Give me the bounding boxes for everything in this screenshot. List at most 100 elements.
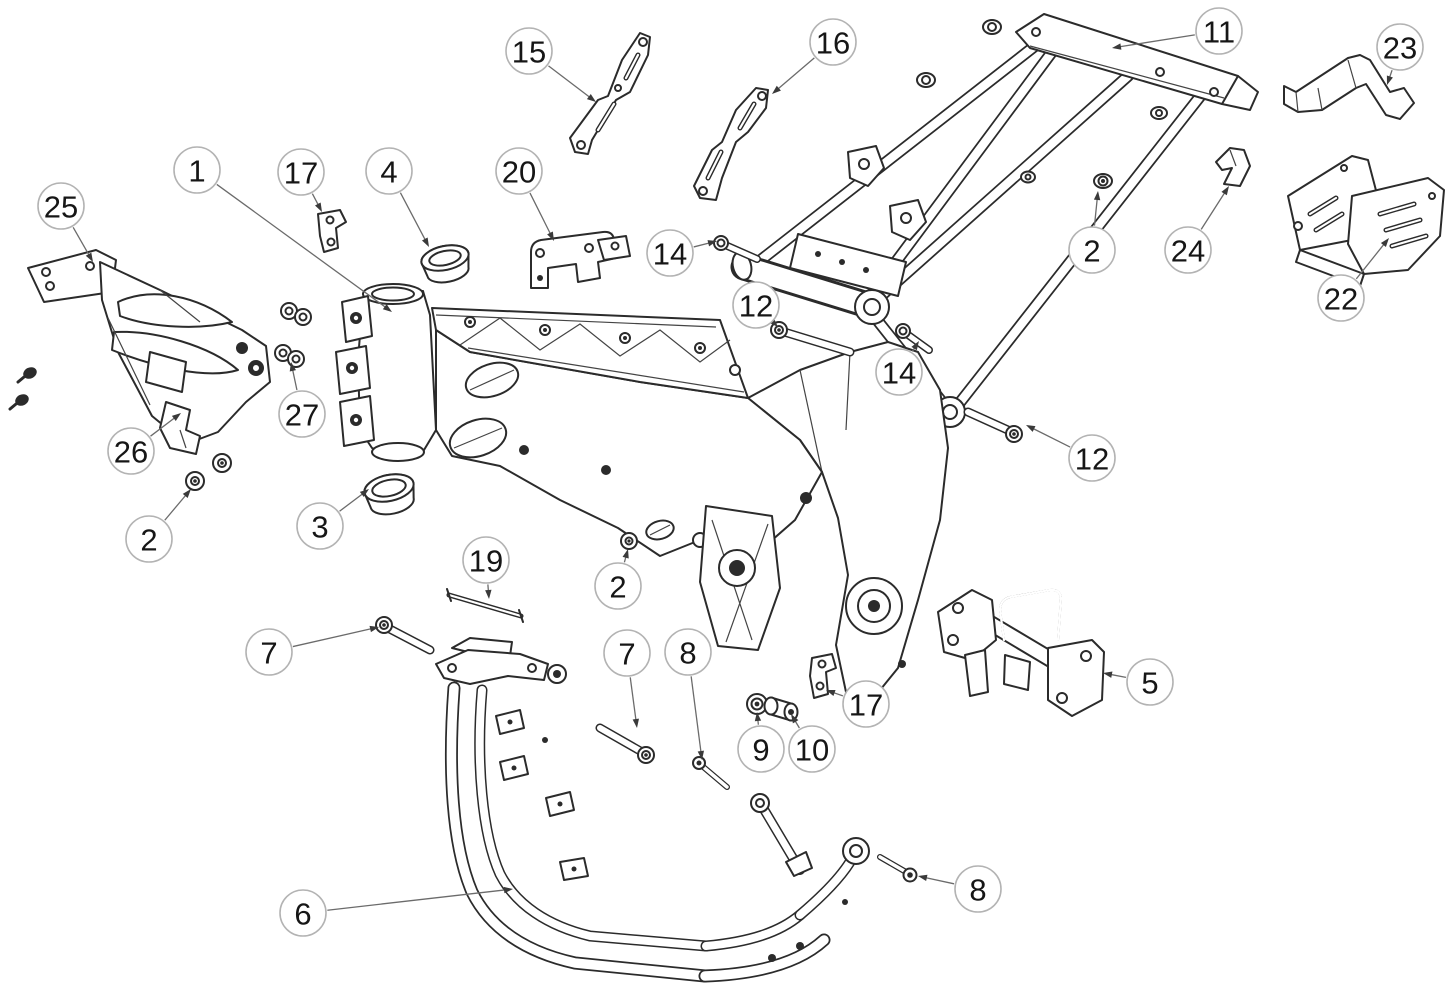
leader-arrowhead bbox=[791, 714, 799, 724]
callout-balloon-6[interactable] bbox=[279, 889, 327, 937]
callout-balloon-2-b[interactable] bbox=[125, 515, 173, 563]
callout-balloon-7-b[interactable] bbox=[603, 629, 651, 677]
callout-14-a[interactable]: 14 bbox=[646, 229, 717, 277]
leader-arrowhead bbox=[1026, 425, 1036, 432]
callout-1[interactable]: 1 bbox=[173, 146, 392, 312]
callout-number-12-b: 12 bbox=[1075, 442, 1109, 477]
callout-7-a[interactable]: 7 bbox=[245, 625, 379, 676]
callout-balloon-15[interactable] bbox=[505, 27, 553, 75]
callout-8-b[interactable]: 8 bbox=[918, 865, 1002, 913]
callout-balloon-3[interactable] bbox=[296, 502, 344, 550]
fasteners-floating bbox=[916, 19, 1168, 189]
callout-balloon-11[interactable] bbox=[1195, 7, 1243, 55]
callout-26[interactable]: 26 bbox=[107, 413, 181, 475]
callout-balloon-12-b[interactable] bbox=[1068, 434, 1116, 482]
small-washers-left bbox=[8, 302, 312, 491]
leader-line bbox=[776, 57, 815, 90]
callout-number-24: 24 bbox=[1171, 234, 1205, 269]
callout-5[interactable]: 5 bbox=[1103, 658, 1174, 706]
callout-3[interactable]: 3 bbox=[296, 489, 369, 550]
callout-balloon-2-a[interactable] bbox=[1068, 226, 1116, 274]
leader-arrowhead bbox=[1103, 671, 1113, 678]
callout-balloon-12-a[interactable] bbox=[732, 281, 780, 329]
leader-line bbox=[327, 889, 507, 911]
callout-number-14-a: 14 bbox=[653, 237, 687, 272]
callout-10[interactable]: 10 bbox=[788, 714, 836, 773]
leader-arrowhead bbox=[359, 489, 369, 497]
callout-balloon-17-a[interactable] bbox=[277, 148, 325, 196]
leader-line bbox=[164, 493, 187, 521]
leader-line bbox=[924, 876, 955, 885]
leader-arrowhead bbox=[421, 237, 429, 247]
callout-11[interactable]: 11 bbox=[1112, 7, 1243, 55]
callout-balloon-22[interactable] bbox=[1317, 274, 1365, 322]
callout-number-4: 4 bbox=[380, 155, 397, 190]
callout-balloon-27[interactable] bbox=[278, 390, 326, 438]
callout-12-a[interactable]: 12 bbox=[732, 281, 780, 329]
leader-arrowhead bbox=[503, 886, 513, 894]
callout-balloon-23[interactable] bbox=[1376, 23, 1424, 71]
callout-balloon-25[interactable] bbox=[37, 182, 85, 230]
callout-14-b[interactable]: 14 bbox=[875, 341, 923, 396]
callout-balloon-1[interactable] bbox=[173, 146, 221, 194]
callout-2-c[interactable]: 2 bbox=[594, 549, 642, 610]
callout-17-b[interactable]: 17 bbox=[826, 680, 890, 728]
leader-line bbox=[150, 416, 176, 437]
callout-7-b[interactable]: 7 bbox=[603, 629, 651, 728]
callout-6[interactable]: 6 bbox=[279, 886, 513, 937]
callout-15[interactable]: 15 bbox=[505, 27, 596, 102]
callout-2-a[interactable]: 2 bbox=[1068, 191, 1116, 274]
callout-27[interactable]: 27 bbox=[278, 362, 326, 438]
callout-balloon-26[interactable] bbox=[107, 427, 155, 475]
leader-line bbox=[629, 677, 637, 722]
part-strap-16 bbox=[693, 87, 769, 201]
leader-line bbox=[216, 183, 387, 309]
callout-balloon-17-b[interactable] bbox=[842, 680, 890, 728]
leader-arrowhead bbox=[622, 549, 629, 559]
callout-balloon-4[interactable] bbox=[365, 147, 413, 195]
callout-4[interactable]: 4 bbox=[365, 147, 429, 247]
callout-17-a[interactable]: 17 bbox=[277, 148, 325, 212]
callout-number-27: 27 bbox=[285, 398, 319, 433]
callout-balloon-2-c[interactable] bbox=[594, 562, 642, 610]
leader-arrowhead bbox=[382, 304, 392, 312]
callout-balloon-7-a[interactable] bbox=[245, 628, 293, 676]
callout-12-b[interactable]: 12 bbox=[1026, 425, 1116, 482]
callout-16[interactable]: 16 bbox=[772, 18, 857, 94]
callout-number-23: 23 bbox=[1383, 31, 1417, 66]
callout-balloon-16[interactable] bbox=[809, 18, 857, 66]
callout-balloon-19[interactable] bbox=[462, 536, 510, 584]
callout-24[interactable]: 24 bbox=[1164, 186, 1229, 274]
callout-balloon-24[interactable] bbox=[1164, 226, 1212, 274]
callout-22[interactable]: 22 bbox=[1317, 238, 1389, 322]
callout-balloon-14-b[interactable] bbox=[875, 348, 923, 396]
callout-balloon-9[interactable] bbox=[737, 725, 785, 773]
callout-19[interactable]: 19 bbox=[462, 536, 510, 599]
callout-balloon-8-b[interactable] bbox=[954, 865, 1002, 913]
callout-2-b[interactable]: 2 bbox=[125, 489, 191, 563]
callout-number-17-a: 17 bbox=[284, 156, 318, 191]
callout-balloon-8-a[interactable] bbox=[664, 628, 712, 676]
callout-8-a[interactable]: 8 bbox=[664, 628, 712, 760]
callout-number-22: 22 bbox=[1324, 282, 1358, 317]
callout-number-12-a: 12 bbox=[739, 289, 773, 324]
part-crossmember bbox=[937, 588, 1105, 717]
callout-balloon-20[interactable] bbox=[495, 147, 543, 195]
callout-25[interactable]: 25 bbox=[37, 182, 93, 262]
callout-9[interactable]: 9 bbox=[737, 712, 785, 773]
callout-20[interactable]: 20 bbox=[495, 147, 554, 241]
callout-number-10: 10 bbox=[795, 733, 829, 768]
leader-line bbox=[1031, 427, 1071, 448]
callout-balloon-10[interactable] bbox=[788, 725, 836, 773]
callout-balloon-5[interactable] bbox=[1126, 658, 1174, 706]
leader-arrowhead bbox=[1093, 191, 1101, 201]
part-bearing-race-upper bbox=[420, 244, 470, 284]
callout-number-6: 6 bbox=[294, 897, 311, 932]
callout-balloon-14-a[interactable] bbox=[646, 229, 694, 277]
callout-23[interactable]: 23 bbox=[1376, 23, 1424, 85]
part-slotted-bracket-22 bbox=[1287, 155, 1445, 287]
part-formed-clip-23 bbox=[1283, 54, 1415, 120]
leader-arrowhead bbox=[171, 413, 181, 421]
